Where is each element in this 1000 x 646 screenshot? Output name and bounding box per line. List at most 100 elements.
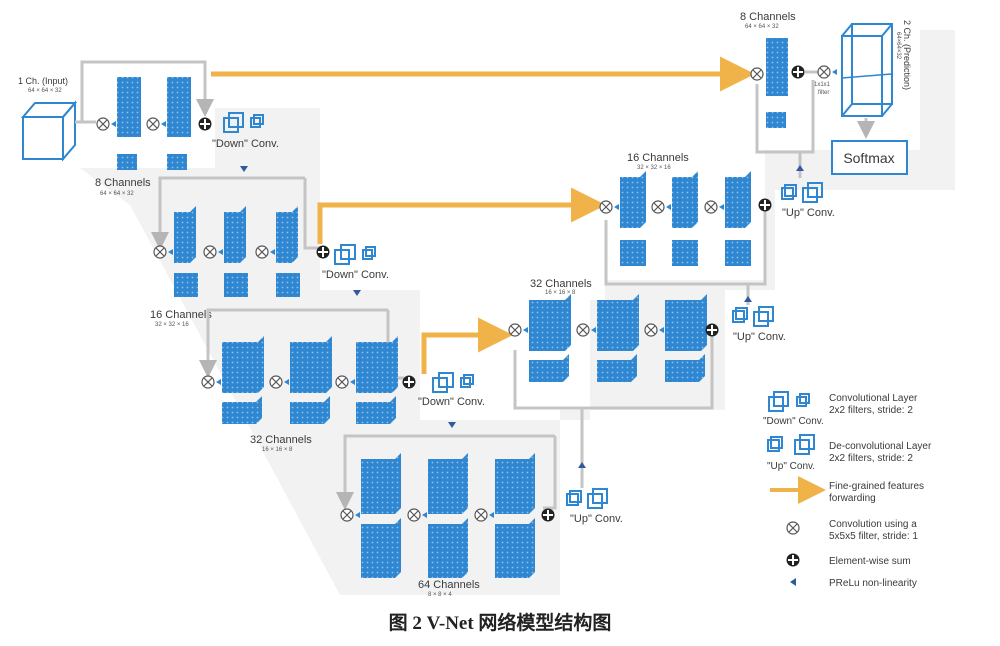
enc2-feature-block bbox=[276, 206, 298, 263]
enc3-down-label: "Down" Conv. bbox=[418, 396, 485, 408]
legend-forward1: Fine-grained features bbox=[829, 481, 924, 492]
softmax-box bbox=[831, 140, 908, 175]
legend-conv-op-icon bbox=[786, 521, 800, 535]
dec3-feature-block bbox=[597, 294, 639, 351]
dec2-feature-block bbox=[620, 171, 646, 228]
prelu-marker bbox=[666, 204, 671, 210]
dec3-thumb bbox=[665, 354, 705, 382]
enc2-sum-op bbox=[316, 245, 330, 259]
skip-line bbox=[800, 80, 815, 154]
dec2-thumb bbox=[620, 240, 646, 266]
skip-line bbox=[748, 210, 767, 286]
legend-up-desc1: De-convolutional Layer bbox=[829, 441, 932, 452]
down-arrow bbox=[240, 166, 248, 172]
enc1-thumb bbox=[167, 154, 187, 170]
enc4-thumb bbox=[361, 518, 401, 578]
up-arrow bbox=[744, 296, 752, 302]
legend-down-label: "Down" Conv. bbox=[763, 416, 824, 427]
prelu-marker bbox=[719, 204, 724, 210]
enc4-feature-block bbox=[361, 453, 401, 514]
skip-line bbox=[303, 178, 318, 250]
prelu-marker bbox=[832, 69, 837, 75]
dec1-channels: 8 Channels bbox=[740, 11, 796, 23]
prelu-marker bbox=[355, 512, 360, 518]
legend-conv2: 5x5x5 filter, stride: 1 bbox=[829, 531, 918, 542]
prelu-marker bbox=[111, 121, 116, 127]
dec2-thumb bbox=[672, 240, 698, 266]
dec3-feature-block bbox=[529, 294, 571, 351]
skip-line bbox=[604, 220, 748, 286]
prelu-marker bbox=[591, 327, 596, 333]
dec3-thumb bbox=[529, 354, 569, 382]
enc2-feature-block bbox=[174, 206, 196, 263]
legend-down-desc2: 2x2 filters, stride: 2 bbox=[829, 405, 913, 416]
skip-line bbox=[80, 60, 214, 122]
prelu-marker bbox=[161, 121, 166, 127]
dec3-conv-op-3 bbox=[644, 323, 658, 337]
enc1-feature-block bbox=[167, 77, 191, 137]
dec1-conv-op-1 bbox=[750, 67, 764, 81]
skip-line bbox=[582, 335, 714, 410]
enc2-feature-block bbox=[224, 206, 246, 263]
enc3-conv-op-1 bbox=[201, 375, 215, 389]
enc1-channels: 8 Channels bbox=[95, 177, 151, 189]
enc4-size: 8 × 8 × 4 bbox=[428, 592, 452, 598]
prelu-marker bbox=[270, 249, 275, 255]
legend-prelu: PReLu non-linearity bbox=[829, 578, 917, 589]
background-band bbox=[80, 30, 955, 595]
skip-line bbox=[151, 176, 305, 250]
input-volume bbox=[20, 100, 78, 162]
enc4-sum-op bbox=[541, 508, 555, 522]
prelu-marker bbox=[168, 249, 173, 255]
enc1-down-conv-icon bbox=[223, 112, 264, 133]
dec2-conv-op-1 bbox=[599, 200, 613, 214]
prelu-marker bbox=[659, 327, 664, 333]
enc2-thumb bbox=[224, 273, 248, 297]
prelu-marker bbox=[350, 379, 355, 385]
output-conv-filter: filter bbox=[818, 90, 829, 96]
dec2-up-label: "Up" Conv. bbox=[782, 207, 835, 219]
up-arrow bbox=[578, 462, 586, 468]
enc4-conv-op-1 bbox=[340, 508, 354, 522]
enc3-thumb bbox=[222, 396, 262, 424]
legend-conv1: Convolution using a bbox=[829, 519, 917, 530]
down-arrow bbox=[448, 422, 456, 428]
enc4-thumb bbox=[428, 518, 468, 578]
dec3-up-conv-icon bbox=[732, 306, 774, 327]
dec1-conv-op-2 bbox=[817, 65, 831, 79]
dec3-sum-op bbox=[705, 323, 719, 337]
dec3-feature-block bbox=[665, 294, 707, 351]
enc1-conv-op-2 bbox=[146, 117, 160, 131]
figure-caption: 图 2 V-Net 网络模型结构图 bbox=[388, 613, 612, 634]
forward-arrow-3 bbox=[421, 317, 513, 374]
enc2-size: 32 × 32 × 16 bbox=[155, 322, 189, 328]
enc1-down-label: "Down" Conv. bbox=[212, 138, 279, 150]
skip-line bbox=[543, 436, 557, 510]
legend: "Down" Conv. Convolutional Layer 2x2 fil… bbox=[763, 391, 932, 589]
dec3-thumb bbox=[597, 354, 637, 382]
dec2-feature-block bbox=[672, 171, 698, 228]
dec2-conv-op-3 bbox=[704, 200, 718, 214]
dec3-conv-op-1 bbox=[508, 323, 522, 337]
dec2-up-conv-icon bbox=[781, 182, 823, 203]
legend-down-desc1: Convolutional Layer bbox=[829, 393, 918, 404]
enc2-conv-op-3 bbox=[255, 245, 269, 259]
skip-line bbox=[199, 308, 388, 378]
prelu-marker bbox=[284, 379, 289, 385]
dec2-thumb bbox=[725, 240, 751, 266]
enc2-down-conv-icon bbox=[334, 244, 376, 265]
enc4-conv-op-3 bbox=[474, 508, 488, 522]
legend-up-desc2: 2x2 filters, stride: 2 bbox=[829, 453, 913, 464]
dec3-up-label: "Up" Conv. bbox=[733, 331, 786, 343]
output-title: 2 Ch. (Prediction) bbox=[902, 20, 912, 90]
enc3-conv-op-2 bbox=[269, 375, 283, 389]
dec2-conv-op-2 bbox=[651, 200, 665, 214]
enc2-thumb bbox=[174, 273, 198, 297]
prelu-marker bbox=[523, 327, 528, 333]
enc3-size: 16 × 16 × 8 bbox=[262, 447, 293, 453]
dec1-sum-op bbox=[791, 65, 805, 79]
enc4-feature-block bbox=[428, 453, 468, 514]
dec2-feature-block bbox=[725, 171, 751, 228]
enc4-feature-block bbox=[495, 453, 535, 514]
skip-line bbox=[513, 350, 584, 455]
